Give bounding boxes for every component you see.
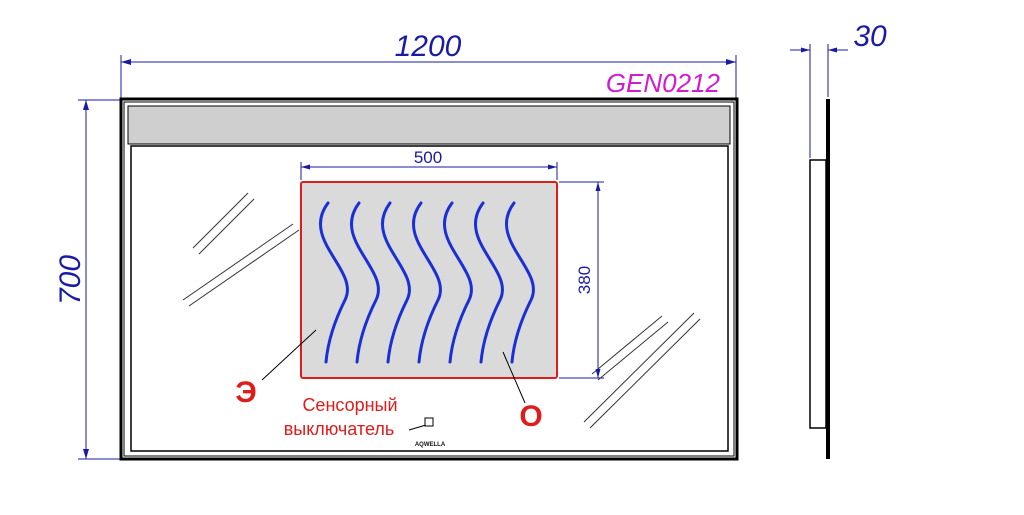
marker-left-leader (261, 329, 317, 381)
touch-switch-label-line1: Сенсорный (302, 395, 397, 415)
width-label: 1200 (395, 30, 462, 63)
glass-reflections (182, 192, 701, 429)
heater-height-dimension (559, 181, 604, 379)
marker-left: Э (235, 376, 256, 409)
touch-switch-leader (408, 424, 427, 431)
brand-logo: AQWELLA (415, 442, 446, 448)
heater-width-label: 500 (414, 148, 442, 167)
marker-right-leader (502, 351, 526, 404)
height-label: 700 (54, 255, 87, 305)
marker-right: О (519, 400, 542, 433)
touch-switch-label-line2: выключатель (284, 419, 395, 439)
depth-label: 30 (853, 20, 887, 53)
top-light-strip (127, 105, 731, 145)
heater-height-label: 380 (575, 266, 594, 294)
heating-waves (319, 201, 535, 364)
width-dimension (120, 55, 737, 98)
height-dimension (78, 99, 120, 460)
anti-fog-heater-pad (300, 181, 558, 379)
touch-switch-icon (424, 417, 434, 427)
model-code: GEN0212 (606, 68, 721, 98)
heater-width-dimension (300, 162, 558, 180)
depth-dimension (790, 44, 848, 158)
side-view (809, 99, 830, 459)
